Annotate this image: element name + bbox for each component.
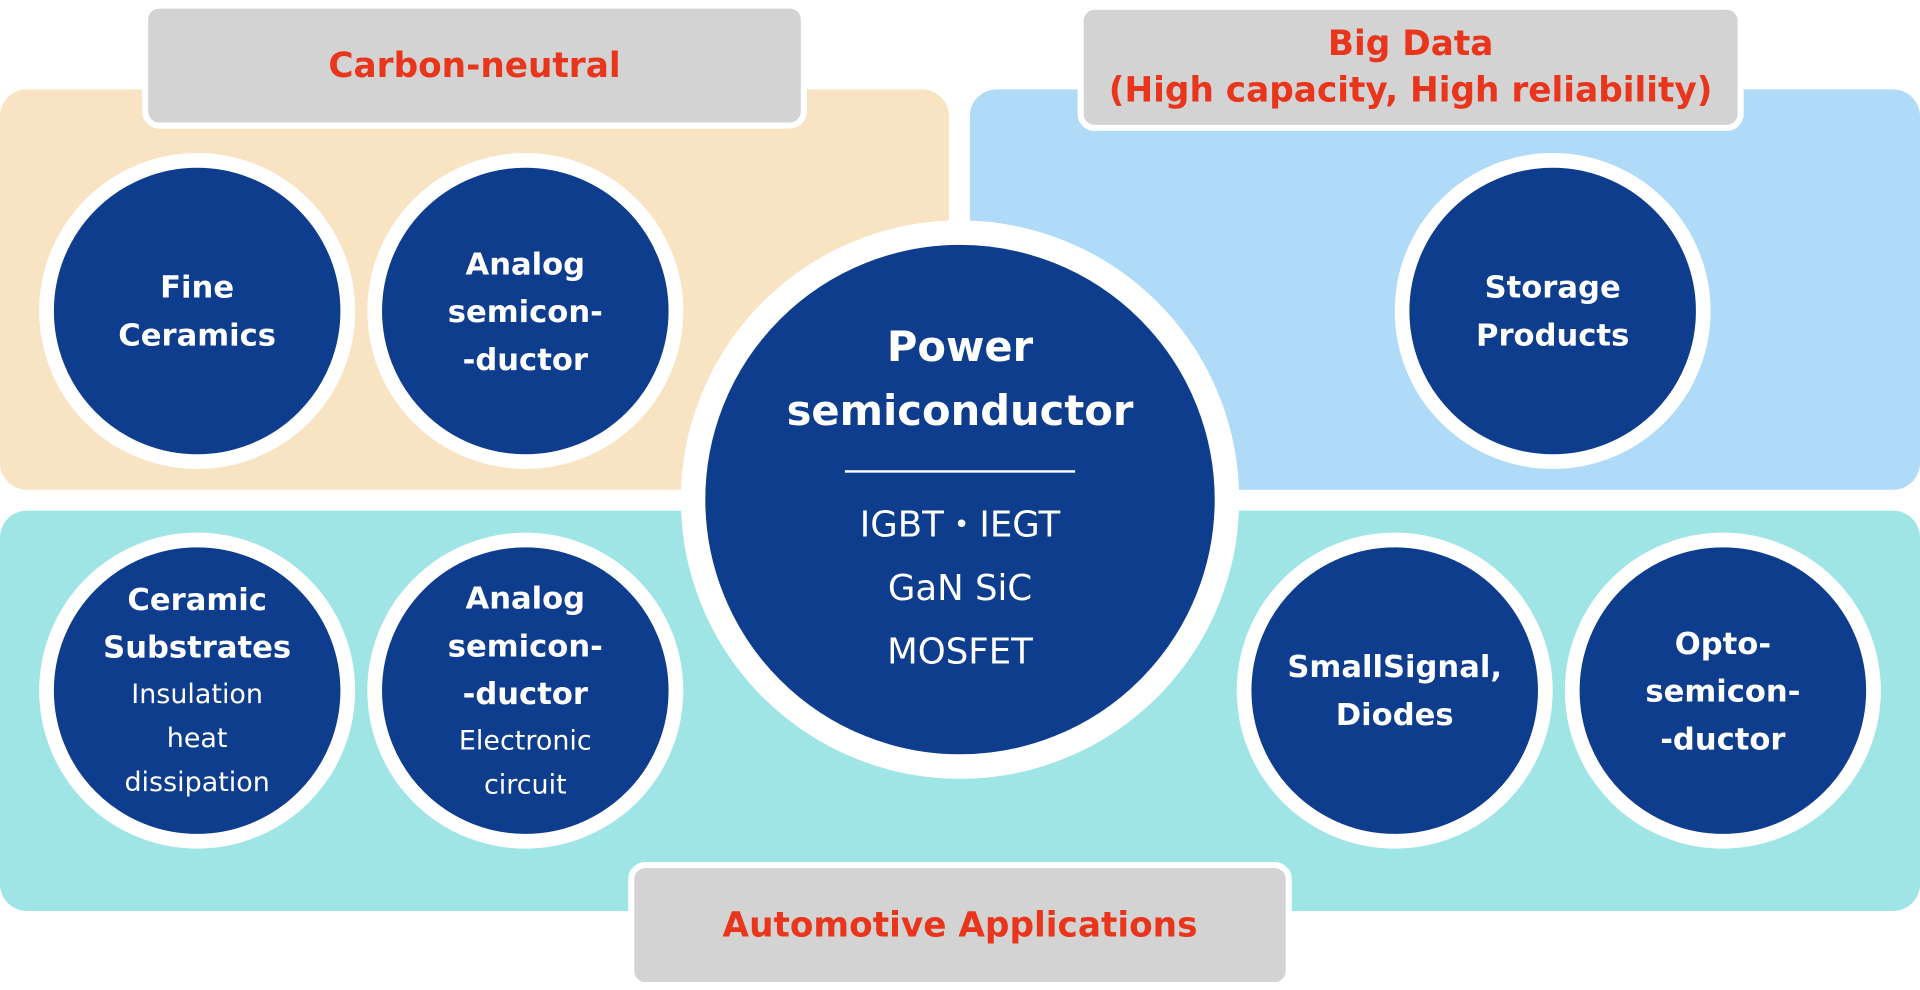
storage-products-node: Storage Products <box>1394 153 1711 469</box>
analog-semiconductor-top-title: Analog semicon- -ductor <box>447 245 603 377</box>
fine-ceramics-node: Fine Ceramics <box>39 153 356 469</box>
carbon-neutral-text: Carbon-neutral <box>328 44 621 86</box>
ceramic-substrates-node: Ceramic Substrates Insulation heat dissi… <box>39 532 356 849</box>
power-semiconductor-title: Power semiconductor <box>786 323 1134 436</box>
opto-semiconductor-node: Opto- semicon- -ductor <box>1564 532 1881 849</box>
power-semiconductor-node: Power semiconductor IGBT・IEGT GaN SiC MO… <box>680 220 1240 779</box>
analog-semiconductor-node-top: Analog semicon- -ductor <box>367 153 684 469</box>
ceramic-substrates-subtitle: Insulation heat dissipation <box>124 679 270 799</box>
automotive-applications-label: Automotive Applications <box>628 862 1292 989</box>
power-item-gan-sic: GaN SiC <box>887 566 1033 609</box>
storage-products-title: Storage Products <box>1476 269 1630 353</box>
small-signal-diodes-title: SmallSignal, Diodes <box>1287 648 1503 733</box>
big-data-subtitle: (High capacity, High reliability) <box>1108 69 1713 111</box>
analog-semiconductor-bottom-title: Analog semicon- -ductor <box>447 579 603 711</box>
small-signal-diodes-node: SmallSignal, Diodes <box>1236 532 1553 849</box>
power-item-mosfet: MOSFET <box>887 630 1033 673</box>
big-data-title: Big Data <box>1327 23 1494 64</box>
analog-semiconductor-node-bottom: Analog semicon- -ductor Electronic circu… <box>367 532 684 849</box>
big-data-label: Big Data (High capacity, High reliabilit… <box>1077 3 1744 132</box>
ceramic-substrates-title: Ceramic Substrates <box>103 581 292 665</box>
analog-semiconductor-bottom-subtitle: Electronic circuit <box>458 725 592 801</box>
opto-semiconductor-title: Opto- semicon- -ductor <box>1645 625 1801 757</box>
carbon-neutral-label: Carbon-neutral <box>142 2 807 129</box>
automotive-applications-text: Automotive Applications <box>722 904 1198 945</box>
power-semiconductor-divider <box>844 470 1076 473</box>
fine-ceramics-title: Fine Ceramics <box>118 269 277 353</box>
power-item-igbt-iegt: IGBT・IEGT <box>859 503 1061 545</box>
